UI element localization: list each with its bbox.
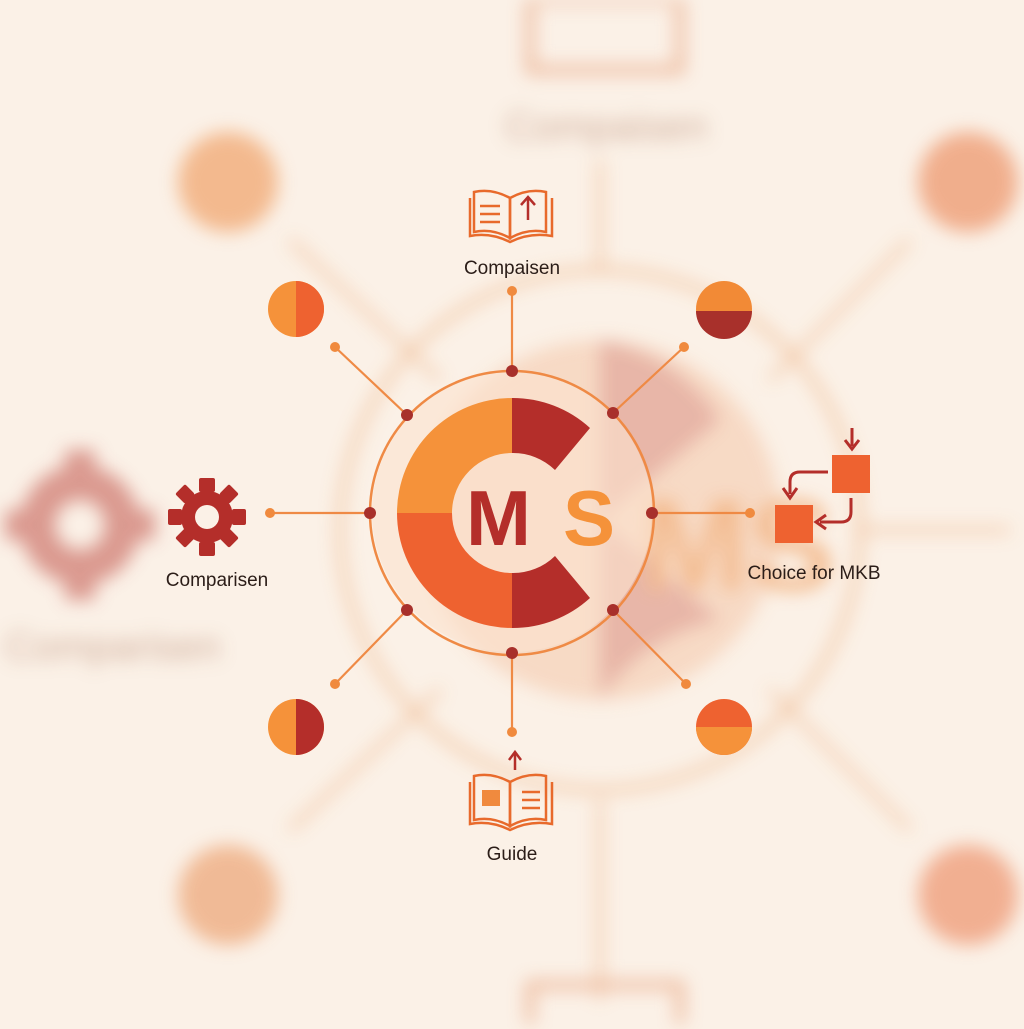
- blurred-book-icon: [526, 0, 684, 74]
- c-segment-bottom-left: [397, 513, 512, 628]
- node-label-top: Compaisen: [463, 258, 561, 279]
- ring-dots: [364, 365, 658, 659]
- connector-top-left: [334, 346, 408, 416]
- node-circle-bottom-right: [696, 699, 752, 755]
- blurred-circle-bottom-right: [918, 845, 1018, 945]
- connector-lines: [270, 291, 750, 732]
- connector-bottom-right: [612, 609, 687, 685]
- connector-bottom-left: [334, 609, 408, 685]
- logo-letter-m: M: [466, 474, 531, 562]
- blurred-circle-top-right: [918, 132, 1018, 232]
- exchange-arrows-icon: [775, 428, 870, 543]
- c-segment-top-right: [512, 397, 590, 470]
- blurred-top-label: Compaisen: [505, 105, 708, 149]
- c-segment-bottom-right: [512, 556, 590, 629]
- node-label-right: Choice for MKB: [747, 563, 881, 584]
- node-circle-top-left: [268, 281, 324, 337]
- node-circle-bottom-left: [268, 699, 324, 755]
- blurred-left-label: Comparisen: [5, 625, 221, 669]
- blurred-circle-bottom-left: [178, 845, 278, 945]
- connector-top-right: [612, 346, 685, 414]
- end-dots: [265, 286, 755, 737]
- logo-letter-s: S: [563, 474, 615, 562]
- gear-icon-hole: [195, 505, 219, 529]
- blurred-circle-top-left: [178, 132, 278, 232]
- node-label-left: Comparisen: [165, 570, 269, 591]
- node-label-bottom: Guide: [486, 844, 538, 865]
- c-segment-top-left: [397, 398, 512, 513]
- open-book-guide-icon: [468, 749, 554, 832]
- book-upload-icon: [468, 189, 554, 244]
- svg-text:MS: MS: [640, 472, 835, 618]
- c-logo-ring: [397, 397, 590, 629]
- node-circle-top-right: [696, 281, 752, 339]
